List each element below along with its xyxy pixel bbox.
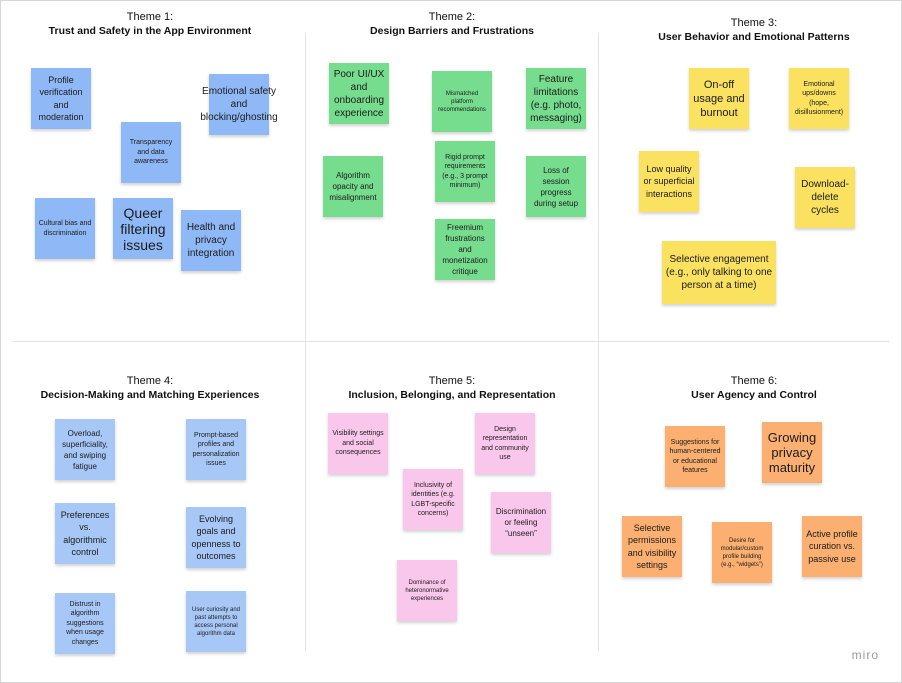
sticky-note-text: Queer filtering issues bbox=[120, 204, 166, 253]
sticky-note-text: Discrimination or feeling “unseen” bbox=[495, 507, 547, 538]
theme-4-number: Theme 4: bbox=[126, 375, 174, 387]
sticky-note-text: Selective engagement (e.g., only talking… bbox=[665, 254, 773, 291]
sticky-note-text: Suggestions for human-centered or educat… bbox=[669, 438, 721, 475]
sticky-note[interactable]: Design representation and community use bbox=[475, 413, 535, 474]
theme-2-title: Design Barriers and Frustrations bbox=[370, 25, 534, 37]
theme-3-title: User Behavior and Emotional Patterns bbox=[658, 31, 850, 43]
sticky-note-text: Active profile curation vs. passive use bbox=[806, 528, 858, 564]
sticky-note-text: Mismatched platform recommendations bbox=[438, 90, 486, 113]
sticky-note[interactable]: Evolving goals and openness to outcomes bbox=[186, 507, 246, 568]
sticky-note-text: On-off usage and burnout bbox=[693, 78, 745, 119]
sticky-note[interactable]: Dominance of heteronormative experiences bbox=[397, 560, 457, 621]
sticky-note[interactable]: Poor UI/UX and onboarding experience bbox=[329, 63, 389, 124]
divider-horizontal bbox=[13, 341, 889, 342]
sticky-note-text: Overload, superficiality, and swiping fa… bbox=[62, 428, 108, 471]
sticky-note-text: Desire for modular/custom profile buildi… bbox=[720, 537, 764, 568]
sticky-note-text: Distrust in algorithm suggestions when u… bbox=[66, 600, 104, 646]
sticky-note[interactable]: Rigid prompt requirements (e.g., 3 promp… bbox=[435, 141, 495, 202]
sticky-note-text: Evolving goals and openness to outcomes bbox=[191, 513, 241, 562]
theme-5-title: Inclusion, Belonging, and Representation bbox=[348, 389, 556, 401]
theme-4-header: Theme 4: Decision-Making and Matching Ex… bbox=[5, 375, 295, 402]
sticky-note-text: Poor UI/UX and onboarding experience bbox=[333, 68, 385, 119]
sticky-note-text: Inclusivity of identities (e.g. LGBT-spe… bbox=[411, 481, 455, 518]
sticky-note[interactable]: User curiosity and past attempts to acce… bbox=[186, 591, 246, 652]
theme-6-header: Theme 6: User Agency and Control bbox=[609, 375, 899, 402]
sticky-note-text: Profile verification and moderation bbox=[38, 74, 84, 123]
sticky-note-text: Cultural bias and discrimination bbox=[38, 220, 92, 237]
divider-vertical-left bbox=[305, 33, 306, 651]
sticky-note[interactable]: Selective permissions and visibility set… bbox=[622, 516, 682, 577]
sticky-note[interactable]: Low quality or superficial interactions bbox=[639, 151, 699, 212]
theme-4-title: Decision-Making and Matching Experiences bbox=[40, 389, 260, 401]
sticky-note[interactable]: Suggestions for human-centered or educat… bbox=[665, 426, 725, 487]
theme-1-header: Theme 1: Trust and Safety in the App Env… bbox=[5, 11, 295, 38]
sticky-note-text: Selective permissions and visibility set… bbox=[627, 522, 677, 571]
sticky-note-text: Freemium frustrations and monetization c… bbox=[442, 223, 488, 276]
sticky-note-text: Download-delete cycles bbox=[801, 179, 849, 216]
sticky-note[interactable]: Prompt-based profiles and personalizatio… bbox=[186, 419, 246, 480]
theme-1-title: Trust and Safety in the App Environment bbox=[48, 25, 252, 37]
miro-logo: miro bbox=[851, 648, 879, 662]
sticky-note-text: Loss of session progress during setup bbox=[533, 165, 579, 208]
sticky-note[interactable]: Transparency and data awareness bbox=[121, 122, 181, 183]
sticky-note-text: Prompt-based profiles and personalizatio… bbox=[192, 431, 240, 468]
sticky-note-text: Visibility settings and social consequen… bbox=[332, 430, 384, 457]
sticky-note[interactable]: Active profile curation vs. passive use bbox=[802, 516, 862, 577]
theme-3-number: Theme 3: bbox=[730, 17, 778, 29]
sticky-note[interactable]: Desire for modular/custom profile buildi… bbox=[712, 522, 772, 583]
sticky-note[interactable]: Freemium frustrations and monetization c… bbox=[435, 219, 495, 280]
sticky-note-text: Rigid prompt requirements (e.g., 3 promp… bbox=[442, 153, 488, 190]
sticky-note[interactable]: Inclusivity of identities (e.g. LGBT-spe… bbox=[403, 469, 463, 530]
sticky-note[interactable]: Distrust in algorithm suggestions when u… bbox=[55, 593, 115, 654]
sticky-note[interactable]: On-off usage and burnout bbox=[689, 68, 749, 129]
sticky-note[interactable]: Download-delete cycles bbox=[795, 167, 855, 228]
theme-2-header: Theme 2: Design Barriers and Frustration… bbox=[307, 11, 597, 38]
sticky-note-text: Design representation and community use bbox=[481, 425, 529, 462]
sticky-note-text: Health and privacy integration bbox=[186, 222, 236, 259]
sticky-note[interactable]: Preferences vs. algorithmic control bbox=[55, 503, 115, 564]
sticky-note[interactable]: Health and privacy integration bbox=[181, 210, 241, 271]
divider-vertical-right bbox=[598, 33, 599, 651]
sticky-note-text: Preferences vs. algorithmic control bbox=[60, 509, 110, 558]
theme-5-number: Theme 5: bbox=[428, 375, 476, 387]
sticky-note-text: User curiosity and past attempts to acce… bbox=[191, 606, 241, 637]
sticky-note[interactable]: Profile verification and moderation bbox=[31, 68, 91, 129]
sticky-note-text: Algorithm opacity and misalignment bbox=[329, 171, 377, 202]
sticky-note-text: Emotional safety and blocking/ghosting bbox=[200, 86, 278, 123]
sticky-note[interactable]: Growing privacy maturity bbox=[762, 422, 822, 483]
theme-6-title: User Agency and Control bbox=[691, 389, 817, 401]
sticky-note[interactable]: Feature limitations (e.g. photo, messagi… bbox=[526, 68, 586, 129]
sticky-note[interactable]: Emotional safety and blocking/ghosting bbox=[200, 74, 278, 135]
sticky-note-text: Transparency and data awareness bbox=[129, 139, 173, 166]
sticky-note-text: Emotional ups/downs (hope, disillusionme… bbox=[794, 80, 844, 117]
sticky-note[interactable]: Queer filtering issues bbox=[113, 198, 173, 259]
sticky-note[interactable]: Cultural bias and discrimination bbox=[35, 198, 95, 259]
sticky-note[interactable]: Discrimination or feeling “unseen” bbox=[491, 492, 551, 553]
sticky-note[interactable]: Selective engagement (e.g., only talking… bbox=[662, 241, 776, 304]
sticky-note[interactable]: Visibility settings and social consequen… bbox=[328, 413, 388, 474]
sticky-note[interactable]: Algorithm opacity and misalignment bbox=[323, 156, 383, 217]
sticky-note[interactable]: Emotional ups/downs (hope, disillusionme… bbox=[789, 68, 849, 129]
sticky-note[interactable]: Loss of session progress during setup bbox=[526, 156, 586, 217]
sticky-note-text: Feature limitations (e.g. photo, messagi… bbox=[530, 73, 582, 124]
sticky-note-text: Growing privacy maturity bbox=[767, 430, 817, 475]
sticky-note[interactable]: Overload, superficiality, and swiping fa… bbox=[55, 419, 115, 480]
theme-1-number: Theme 1: bbox=[126, 11, 174, 23]
sticky-note[interactable]: Mismatched platform recommendations bbox=[432, 71, 492, 132]
theme-6-number: Theme 6: bbox=[730, 375, 778, 387]
theme-5-header: Theme 5: Inclusion, Belonging, and Repre… bbox=[307, 375, 597, 402]
theme-2-number: Theme 2: bbox=[428, 11, 476, 23]
theme-3-header: Theme 3: User Behavior and Emotional Pat… bbox=[609, 17, 899, 44]
sticky-note-text: Low quality or superficial interactions bbox=[643, 163, 695, 199]
sticky-note-text: Dominance of heteronormative experiences bbox=[405, 579, 449, 602]
